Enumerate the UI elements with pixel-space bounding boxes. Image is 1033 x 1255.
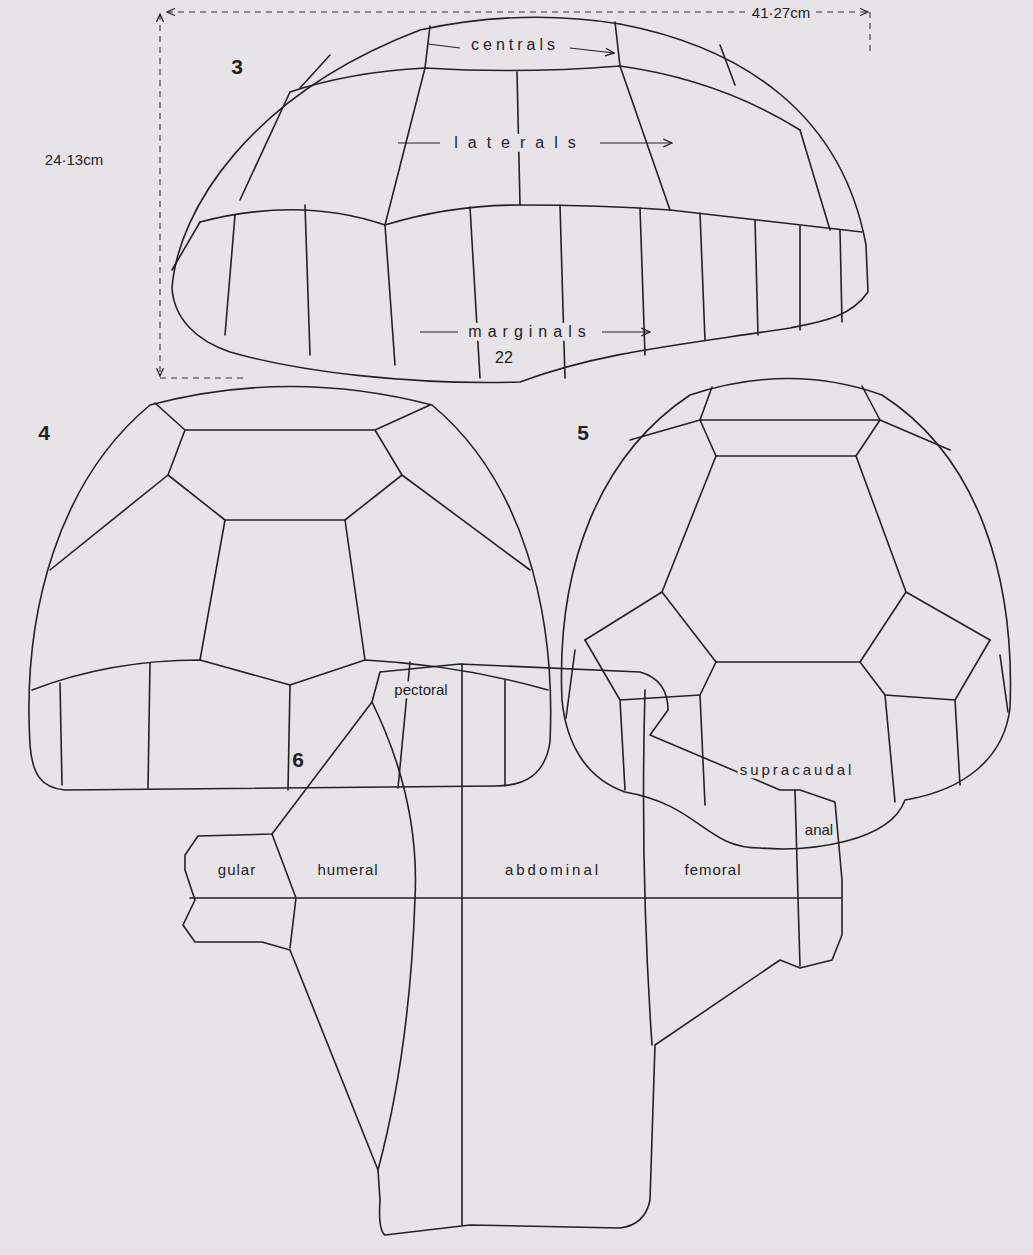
scute-label: abdominal: [503, 861, 603, 878]
scute-label: femoral: [682, 861, 743, 878]
lateral-view: [172, 17, 868, 382]
anterior-view: [29, 387, 551, 791]
scute-label: supracaudal: [738, 761, 857, 778]
figure-number: 5: [575, 421, 591, 445]
scute-seam: [662, 456, 906, 662]
figure-number: 6: [290, 748, 306, 772]
dimension-tick: [160, 377, 245, 378]
scute-label: anal: [803, 821, 835, 838]
dimension-label: 24·13cm: [43, 151, 105, 168]
carapace-outline: [29, 387, 551, 791]
scute-seam: [172, 205, 842, 378]
scute-seam: [60, 662, 505, 790]
scute-seam: [200, 205, 862, 232]
posterior-view: [561, 379, 1010, 849]
scute-seam: [50, 475, 530, 660]
dimension-lines: [160, 12, 870, 378]
scute-group-label: centrals: [469, 36, 561, 54]
carapace-outline: [172, 17, 868, 382]
scute-seam: [462, 664, 800, 1225]
scute-seam: [272, 834, 296, 948]
scute-seam: [290, 66, 800, 130]
scute-seam: [155, 403, 430, 520]
scute-label: pectoral: [392, 681, 449, 698]
scute-seam: [700, 662, 895, 805]
scute-label: humeral: [315, 861, 380, 878]
dimension-label: 41·27cm: [750, 4, 812, 21]
scute-seam: [585, 420, 990, 640]
scute-seam: [566, 640, 1008, 790]
scute-group-label: laterals: [452, 134, 588, 152]
midline-seam: [190, 897, 842, 899]
scute-group-label: marginals: [466, 323, 593, 341]
scute-label: gular: [216, 861, 258, 878]
figure-number: 3: [229, 55, 245, 79]
scute-seam: [700, 386, 880, 456]
plastron-outline: [183, 664, 842, 1235]
callout-number: 22: [493, 349, 515, 367]
scute-seam: [372, 702, 415, 1170]
height-dimension: [159, 14, 160, 376]
figure-number: 4: [36, 421, 52, 445]
dimension-tick: [869, 12, 870, 55]
carapace-outline: [561, 379, 1010, 849]
plastron-view: [183, 664, 842, 1235]
